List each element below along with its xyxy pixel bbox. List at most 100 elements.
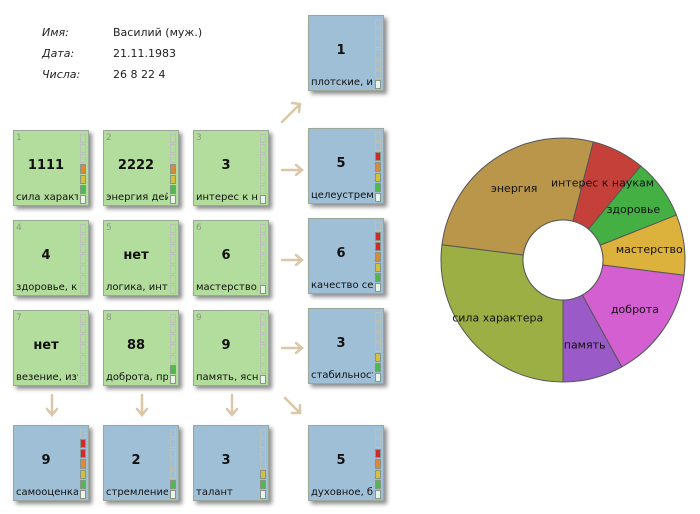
square-label: духовное, бо <box>311 487 373 498</box>
slice-label: здоровье <box>607 203 661 216</box>
name-value: Василий (муж.) <box>113 26 203 39</box>
level-segment <box>260 234 266 244</box>
level-segment <box>375 162 381 172</box>
number-square[interactable]: 6 качество сем <box>308 218 384 294</box>
level-segment <box>375 272 381 282</box>
level-segment <box>80 354 86 364</box>
number-square[interactable]: 6 6 мастерство, <box>193 220 269 296</box>
level-segment <box>80 254 86 264</box>
level-segment <box>80 284 86 294</box>
number-square[interactable]: 5 целеустремл <box>308 128 384 204</box>
level-segment <box>260 254 266 264</box>
level-segment <box>170 449 176 459</box>
number-square[interactable]: 5 духовное, бо <box>308 425 384 501</box>
level-segment <box>375 459 381 469</box>
level-segment <box>260 314 266 324</box>
level-segment <box>375 192 381 202</box>
square-value: 3 <box>336 336 346 351</box>
level-indicator <box>375 19 381 89</box>
level-segment <box>260 324 266 334</box>
level-segment <box>170 429 176 439</box>
square-value: 5 <box>336 453 346 468</box>
level-segment <box>170 334 176 344</box>
level-indicator <box>375 132 381 202</box>
level-segment <box>80 274 86 284</box>
level-segment <box>375 262 381 272</box>
level-segment <box>375 69 381 79</box>
square-value: 88 <box>126 338 146 353</box>
square-value: нет <box>123 248 149 263</box>
square-index: 7 <box>16 313 22 323</box>
square-value: 6 <box>336 246 346 261</box>
level-indicator <box>375 429 381 499</box>
level-segment <box>80 344 86 354</box>
level-segment <box>375 59 381 69</box>
level-segment <box>80 194 86 204</box>
level-segment <box>375 49 381 59</box>
level-segment <box>260 429 266 439</box>
level-segment <box>375 449 381 459</box>
level-segment <box>375 469 381 479</box>
level-segment <box>170 154 176 164</box>
level-segment <box>170 174 176 184</box>
square-value: 5 <box>336 156 346 171</box>
level-segment <box>80 429 86 439</box>
level-segment <box>375 172 381 182</box>
level-segment <box>260 479 266 489</box>
level-segment <box>170 344 176 354</box>
level-segment <box>375 352 381 362</box>
level-segment <box>80 489 86 499</box>
level-segment <box>260 274 266 284</box>
square-label: качество сем <box>311 280 373 291</box>
square-label: целеустремл <box>311 190 373 201</box>
level-segment <box>260 224 266 234</box>
level-segment <box>170 354 176 364</box>
square-label: стабильность <box>311 370 373 381</box>
level-segment <box>260 194 266 204</box>
level-segment <box>260 364 266 374</box>
level-segment <box>260 174 266 184</box>
square-label: плотские, ин <box>311 77 373 88</box>
level-indicator <box>260 429 266 499</box>
level-indicator <box>260 224 266 294</box>
level-segment <box>260 164 266 174</box>
level-segment <box>260 334 266 344</box>
level-segment <box>80 334 86 344</box>
level-segment <box>170 264 176 274</box>
square-value: 6 <box>221 248 231 263</box>
level-segment <box>260 449 266 459</box>
level-segment <box>80 264 86 274</box>
square-value: 2222 <box>117 158 155 173</box>
square-label: мастерство, <box>196 282 258 293</box>
level-segment <box>170 489 176 499</box>
level-segment <box>80 469 86 479</box>
level-segment <box>170 364 176 374</box>
level-segment <box>260 144 266 154</box>
level-segment <box>80 234 86 244</box>
level-segment <box>375 152 381 162</box>
square-label: везение, изу <box>16 372 78 383</box>
level-segment <box>375 372 381 382</box>
level-segment <box>170 459 176 469</box>
level-segment <box>260 469 266 479</box>
square-index: 6 <box>196 223 202 233</box>
level-segment <box>260 459 266 469</box>
level-segment <box>170 184 176 194</box>
level-segment <box>80 449 86 459</box>
level-indicator <box>80 134 86 204</box>
level-indicator <box>260 314 266 384</box>
number-square[interactable]: 3 стабильность <box>308 308 384 384</box>
slice-label: мастерство <box>616 243 683 256</box>
